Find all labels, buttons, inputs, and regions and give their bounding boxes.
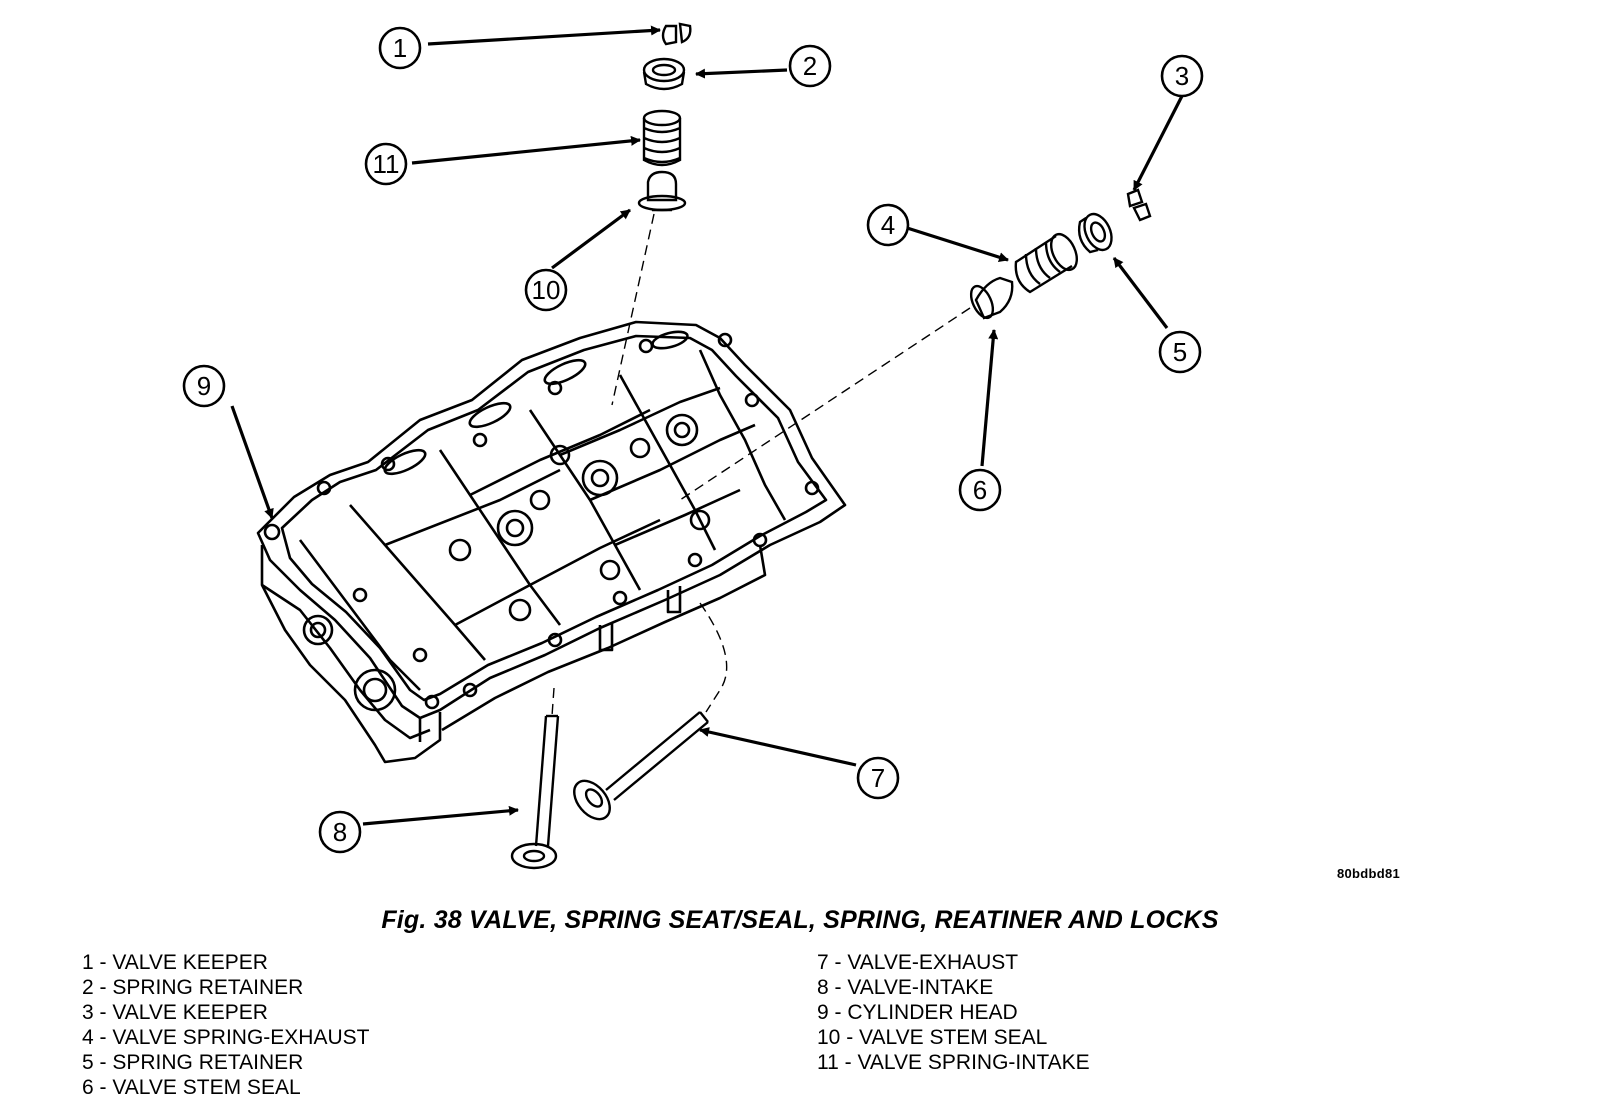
intake-spring-retainer xyxy=(642,57,686,91)
callout-8: 8 xyxy=(318,810,362,854)
legend-item: 10 - VALVE STEM SEAL xyxy=(817,1026,1048,1049)
figure-code: 80bdbd81 xyxy=(1337,866,1401,881)
callout-4-number: 4 xyxy=(881,210,895,240)
exhaust-valve-spring xyxy=(1014,232,1079,294)
legend-item: 4 - VALVE SPRING-EXHAUST xyxy=(82,1026,370,1049)
intake-valve-spring xyxy=(642,109,682,167)
callouts: 1 2 3 4 5 6 7 8 xyxy=(182,26,1204,854)
intake-valve-keeper xyxy=(661,22,692,46)
cylinder-head xyxy=(256,320,847,764)
legend-item: 3 - VALVE KEEPER xyxy=(82,1001,268,1024)
legend-right-column: 7 - VALVE-EXHAUST 8 - VALVE-INTAKE 9 - C… xyxy=(817,950,1090,1075)
callout-4: 4 xyxy=(866,203,910,247)
legend-item: 1 - VALVE KEEPER xyxy=(82,951,268,974)
exhaust-spring-retainer xyxy=(1077,212,1113,254)
callout-11-number: 11 xyxy=(373,149,400,179)
callout-11: 11 xyxy=(364,142,408,186)
exhaust-valve-keeper xyxy=(1126,188,1152,222)
callout-9-number: 9 xyxy=(197,371,211,401)
figure-caption: Fig. 38 VALVE, SPRING SEAT/SEAL, SPRING,… xyxy=(381,906,1219,934)
legend-item: 6 - VALVE STEM SEAL xyxy=(82,1076,301,1099)
callout-1-number: 1 xyxy=(393,33,407,63)
assembly-centerlines xyxy=(551,213,971,717)
exploded-valve-diagram: 1 2 3 4 5 6 7 8 xyxy=(182,22,1204,870)
callout-5-number: 5 xyxy=(1173,337,1187,367)
callout-7: 7 xyxy=(856,756,900,800)
legend-left-column: 1 - VALVE KEEPER 2 - SPRING RETAINER 3 -… xyxy=(82,950,369,1100)
callout-3-number: 3 xyxy=(1175,61,1189,91)
callout-6-number: 6 xyxy=(973,475,987,505)
legend-item: 5 - SPRING RETAINER xyxy=(82,1051,304,1074)
callout-5: 5 xyxy=(1158,330,1202,374)
legend-item: 8 - VALVE-INTAKE xyxy=(817,976,994,999)
callout-10: 10 xyxy=(524,268,568,312)
exhaust-valve-stem-seal xyxy=(969,276,1014,320)
legend-item: 2 - SPRING RETAINER xyxy=(82,976,304,999)
callout-7-number: 7 xyxy=(871,763,885,793)
legend-item: 11 - VALVE SPRING-INTAKE xyxy=(817,1051,1090,1074)
callout-1: 1 xyxy=(378,26,422,70)
legend-item: 9 - CYLINDER HEAD xyxy=(817,1001,1018,1024)
exhaust-valve xyxy=(573,711,709,821)
callout-8-number: 8 xyxy=(333,817,347,847)
intake-valve-stem-seal xyxy=(637,170,687,212)
intake-valve xyxy=(510,714,560,870)
callout-3: 3 xyxy=(1160,54,1204,98)
callout-leaders xyxy=(230,25,1184,826)
callout-10-number: 10 xyxy=(532,275,561,305)
callout-6: 6 xyxy=(958,468,1002,512)
callout-2-number: 2 xyxy=(803,51,817,81)
callout-2: 2 xyxy=(788,44,832,88)
legend-item: 7 - VALVE-EXHAUST xyxy=(817,951,1019,974)
callout-9: 9 xyxy=(182,364,226,408)
